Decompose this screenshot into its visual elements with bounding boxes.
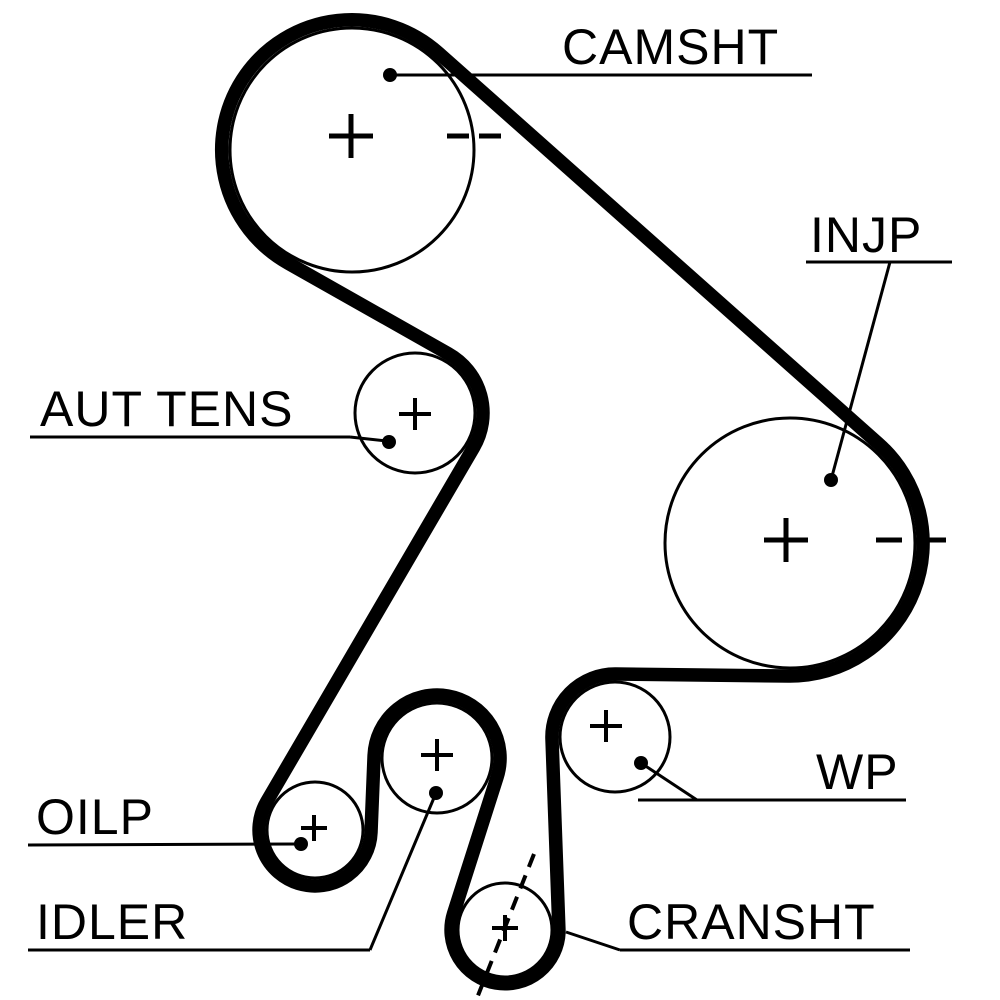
injection-pump-leader-line xyxy=(829,261,892,481)
leader-dots xyxy=(294,68,838,851)
tensioner-leader-line xyxy=(349,435,388,443)
idler-leader-line xyxy=(368,792,438,951)
water-pump-label: WP xyxy=(816,744,899,800)
camshaft-leader-dot xyxy=(383,68,397,82)
timing-marks xyxy=(301,114,946,999)
idler-center-cross-icon xyxy=(421,739,453,771)
water-pump-pulley xyxy=(558,680,672,794)
idler-leader-dot xyxy=(429,786,443,800)
injection-pump-leader-dot xyxy=(824,473,838,487)
water-pump-center-cross-icon xyxy=(590,710,622,742)
camshaft-center-cross-icon xyxy=(329,114,373,158)
tensioner-leader-dot xyxy=(382,435,396,449)
crankshaft-label: CRANSHT xyxy=(627,894,876,950)
belt xyxy=(215,13,930,991)
idler-label: IDLER xyxy=(36,894,188,950)
crankshaft-alignment-dashed-line xyxy=(475,853,536,999)
oil-pump-leader-dot xyxy=(294,837,308,851)
water-pump-leader-line xyxy=(640,761,698,802)
tensioner-label: AUT TENS xyxy=(40,381,293,437)
labels: CAMSHT INJP AUT TENS WP OILP IDLER CRANS… xyxy=(36,19,922,950)
leader-lines xyxy=(27,73,952,952)
oil-pump-leader-line xyxy=(27,842,300,847)
oil-pump-label: OILP xyxy=(36,789,154,845)
injection-pump-label: INJP xyxy=(810,207,922,263)
oil-pump-center-cross-icon xyxy=(301,815,327,841)
crankshaft-leader-line xyxy=(565,930,621,952)
injection-pump-center-cross-icon xyxy=(764,518,808,562)
injection-pump-pulley xyxy=(663,416,917,670)
tensioner-center-cross-icon xyxy=(399,398,431,430)
timing-belt-path xyxy=(215,13,930,991)
water-pump-leader-dot xyxy=(634,756,648,770)
camshaft-label: CAMSHT xyxy=(562,19,779,75)
